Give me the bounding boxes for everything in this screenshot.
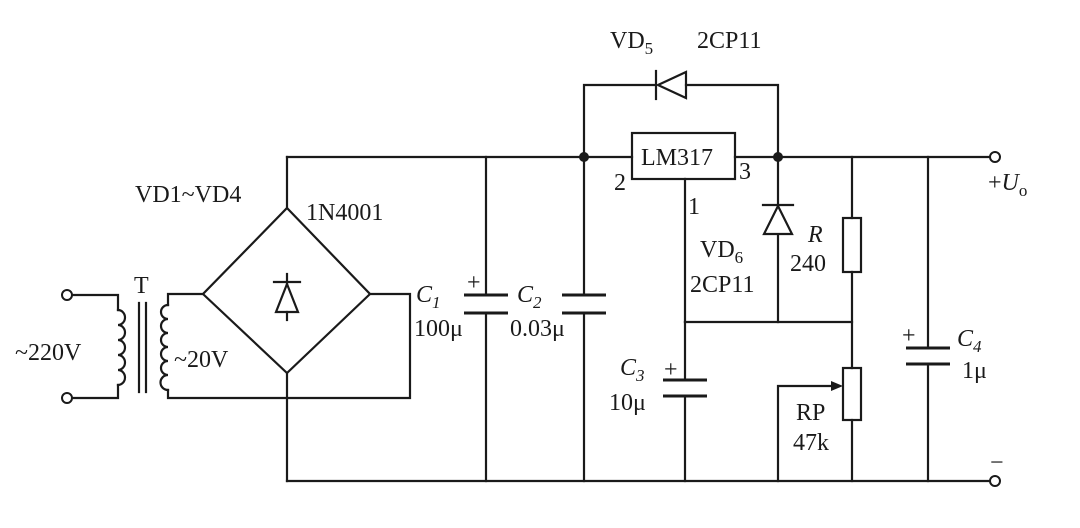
label-bridge: VD1~VD4 [135,182,241,208]
label-pin-1: 1 [688,194,700,220]
diode-icon [272,272,302,322]
output-terminal-negative [989,475,1001,487]
primary-winding-icon [116,308,127,387]
label-output-voltage: +Uo [988,170,1027,200]
capacitor-c4 [906,346,950,366]
potentiometer-rp [831,366,863,422]
capacitor-c1 [464,293,508,315]
junction-dot [579,152,589,162]
label-r: R [807,222,823,248]
output-terminal-positive [989,151,1001,163]
diode-vd6 [761,203,795,236]
label-vd5-part: 2CP11 [697,28,761,54]
label-c3: C3 [620,355,645,385]
label-pin-2: 2 [614,170,626,196]
label-rp: RP [796,400,825,426]
label-c1-plus: + [467,270,481,296]
input-terminal-bottom [61,392,73,404]
label-lm317: LM317 [641,145,713,171]
bridge-diamond-icon [201,206,372,375]
label-bridge-part: 1N4001 [306,200,383,226]
capacitor-c2 [562,293,606,315]
transformer-t [116,301,170,394]
wires [69,83,992,483]
label-c3-value: 10μ [609,390,646,416]
label-c4-plus: + [902,323,916,349]
label-c4: C4 [957,326,982,356]
label-rp-value: 47k [793,430,829,456]
label-c1: C1 [416,282,441,312]
resistor-r [841,216,863,274]
secondary-winding-icon [159,303,170,392]
label-vd6-part: 2CP11 [690,272,754,298]
label-c2-value: 0.03μ [510,316,565,342]
label-pin-3: 3 [739,159,751,185]
label-c2: C2 [517,282,542,312]
input-terminal-top [61,289,73,301]
label-secondary-voltage: ~20V [174,347,229,373]
wiper-arrow-icon [831,381,843,391]
label-vd6: VD6 [700,237,743,267]
bridge-rectifier-vd1-vd4 [201,206,372,375]
label-r-value: 240 [790,251,826,277]
capacitor-c3 [663,378,707,398]
label-c3-plus: + [664,357,678,383]
label-output-negative: − [990,450,1004,476]
diode-vd5 [654,69,688,101]
label-primary-voltage: ~220V [15,340,82,366]
label-transformer: T [134,273,149,299]
label-c4-value: 1μ [962,358,987,384]
lm317-regulator [630,131,737,181]
label-vd5: VD5 [610,28,653,58]
label-c1-value: 100μ [414,316,463,342]
junction-dot [773,152,783,162]
